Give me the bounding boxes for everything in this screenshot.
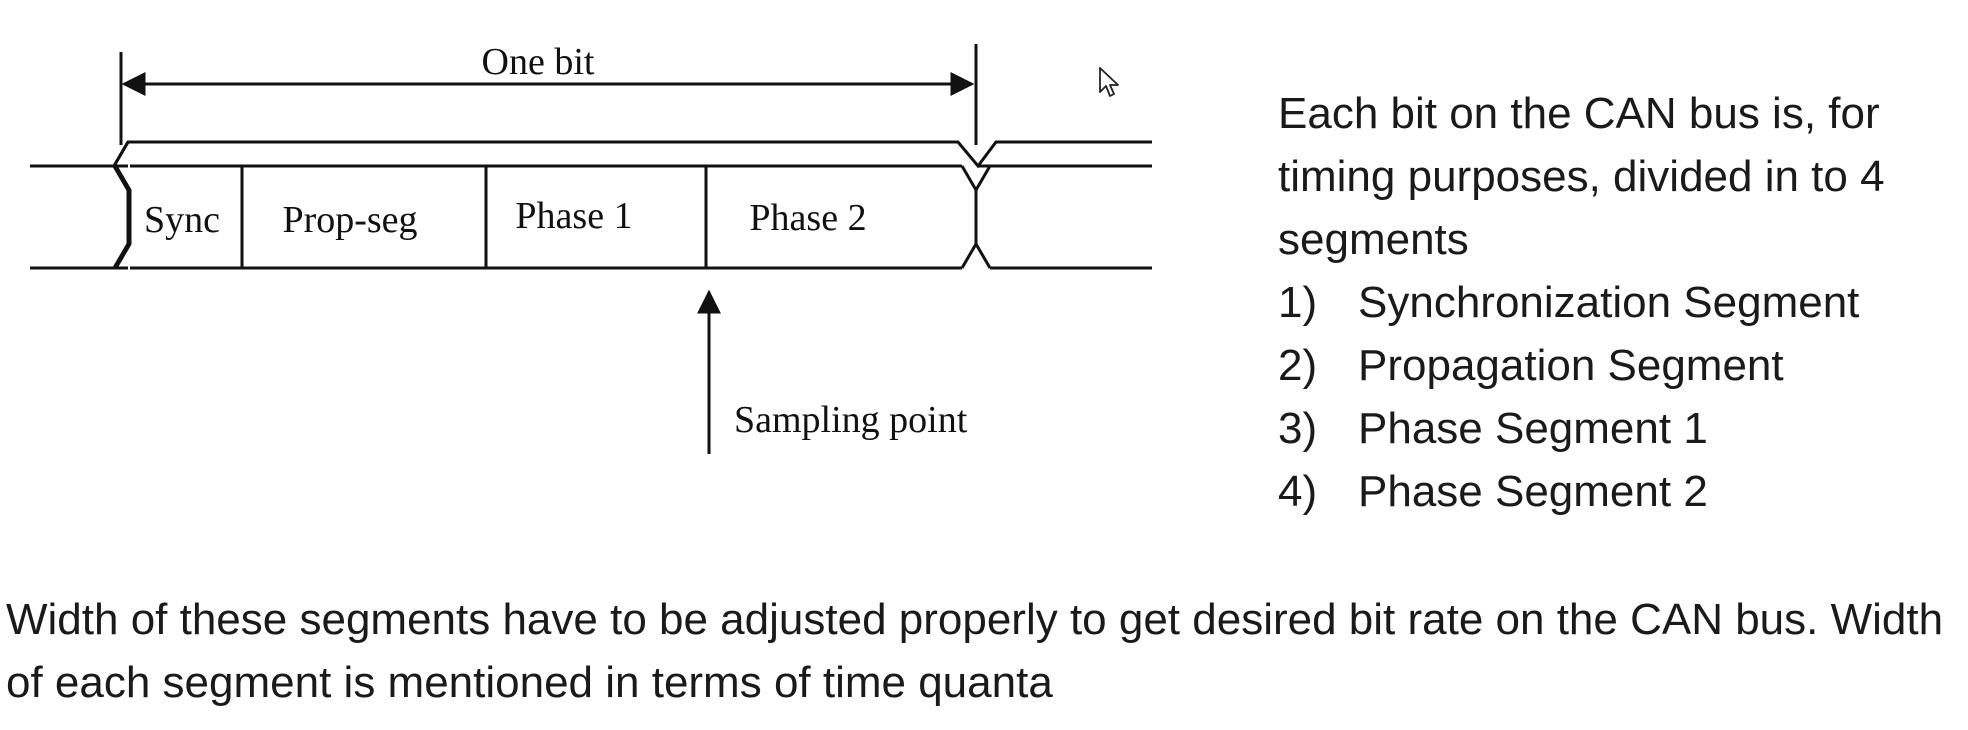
mouse-pointer-icon xyxy=(1099,67,1119,97)
list-item: 1) Synchronization Segment xyxy=(1278,271,1968,334)
list-item: 2) Propagation Segment xyxy=(1278,334,1968,397)
segment-intro-text: Each bit on the CAN bus is, for timing p… xyxy=(1278,89,1885,264)
list-item-number: 1) xyxy=(1278,278,1318,327)
list-item-number: 4) xyxy=(1278,467,1318,516)
segment-description-panel: Each bit on the CAN bus is, for timing p… xyxy=(1278,82,1968,523)
sampling-point-label: Sampling point xyxy=(734,399,968,441)
segment-label-sync: Sync xyxy=(144,199,220,241)
segment-label-phase-2: Phase 2 xyxy=(749,197,866,239)
segment-list: 1) Synchronization Segment 2) Propagatio… xyxy=(1278,271,1968,523)
can-bit-timing-diagram: One bit Sync Prop-seg Phase 1 Phase 2 Sa… xyxy=(30,41,1152,454)
segment-label-prop-seg: Prop-seg xyxy=(282,199,417,241)
list-item-label: Propagation Segment xyxy=(1358,341,1784,390)
list-item-number: 3) xyxy=(1278,404,1318,453)
list-item: 4) Phase Segment 2 xyxy=(1278,460,1968,523)
segment-label-phase-1: Phase 1 xyxy=(515,195,632,237)
footer-explanation-text: Width of these segments have to be adjus… xyxy=(6,595,1944,707)
list-item-label: Phase Segment 2 xyxy=(1358,467,1708,516)
list-item-label: Phase Segment 1 xyxy=(1358,404,1708,453)
bit-outline xyxy=(112,141,130,269)
bit-box-edges xyxy=(114,165,132,269)
list-item-label: Synchronization Segment xyxy=(1358,278,1860,327)
one-bit-label: One bit xyxy=(482,41,595,83)
list-item: 3) Phase Segment 1 xyxy=(1278,397,1968,460)
bit-box-right-cross xyxy=(960,165,992,269)
bus-signal-left-top xyxy=(30,164,130,191)
bus-signal-left-bottom xyxy=(30,243,130,270)
list-item-number: 2) xyxy=(1278,341,1318,390)
